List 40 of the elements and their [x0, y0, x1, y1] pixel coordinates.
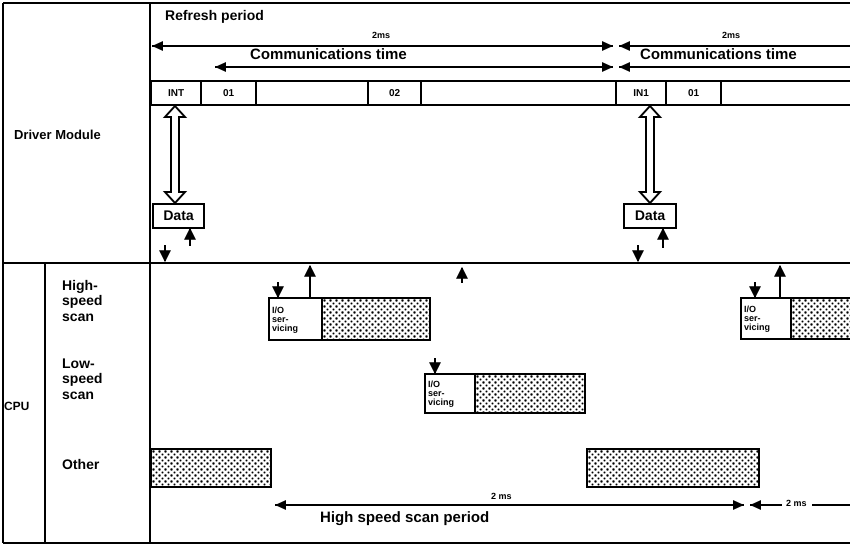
timeslot-cell: 01 — [665, 80, 722, 106]
label-text: Communications time — [250, 47, 407, 64]
label-text: CPU — [4, 400, 30, 414]
label-text: Low-speed scan — [62, 356, 104, 402]
timeslot-cell — [420, 80, 617, 106]
process-box: I/O ser- vicing — [268, 297, 323, 341]
process-box: I/O ser- vicing — [424, 373, 476, 414]
timeslot-cell: 02 — [367, 80, 422, 106]
label-text: Refresh period — [165, 8, 264, 24]
timeslot-cell: 01 — [200, 80, 257, 106]
stippled-block — [790, 297, 850, 340]
timeslot-cell — [255, 80, 369, 106]
arrow — [184, 228, 196, 246]
arrow — [272, 282, 284, 298]
label-text: Communications time — [640, 47, 797, 64]
stippled-block — [321, 297, 431, 341]
label-text: High speed scan period — [320, 510, 490, 526]
process-box: I/O ser- vicing — [740, 297, 792, 340]
label-text: 2ms — [372, 31, 390, 41]
arrow — [429, 358, 441, 374]
stippled-block — [474, 373, 586, 414]
label-text: Driver Module — [14, 128, 102, 142]
arrow — [749, 282, 761, 298]
label-text: 2 ms — [491, 492, 512, 502]
arrow — [774, 264, 786, 297]
arrow — [657, 228, 669, 248]
label-text: 2ms — [722, 31, 740, 41]
stippled-block — [586, 448, 760, 488]
label-text: 2 ms — [786, 499, 807, 509]
data-box: Data — [152, 203, 205, 229]
timeslot-cell — [720, 80, 850, 106]
hollow-arrow — [162, 104, 188, 204]
stippled-block — [150, 448, 272, 488]
timeslot-cell: IN1 — [615, 80, 667, 106]
data-box: Data — [623, 203, 677, 229]
arrow — [304, 264, 316, 297]
timeslot-cell: INT — [150, 80, 202, 106]
label-text: Other — [62, 457, 100, 472]
label-text: High-speed scan — [62, 278, 104, 324]
hollow-arrow — [638, 104, 662, 204]
